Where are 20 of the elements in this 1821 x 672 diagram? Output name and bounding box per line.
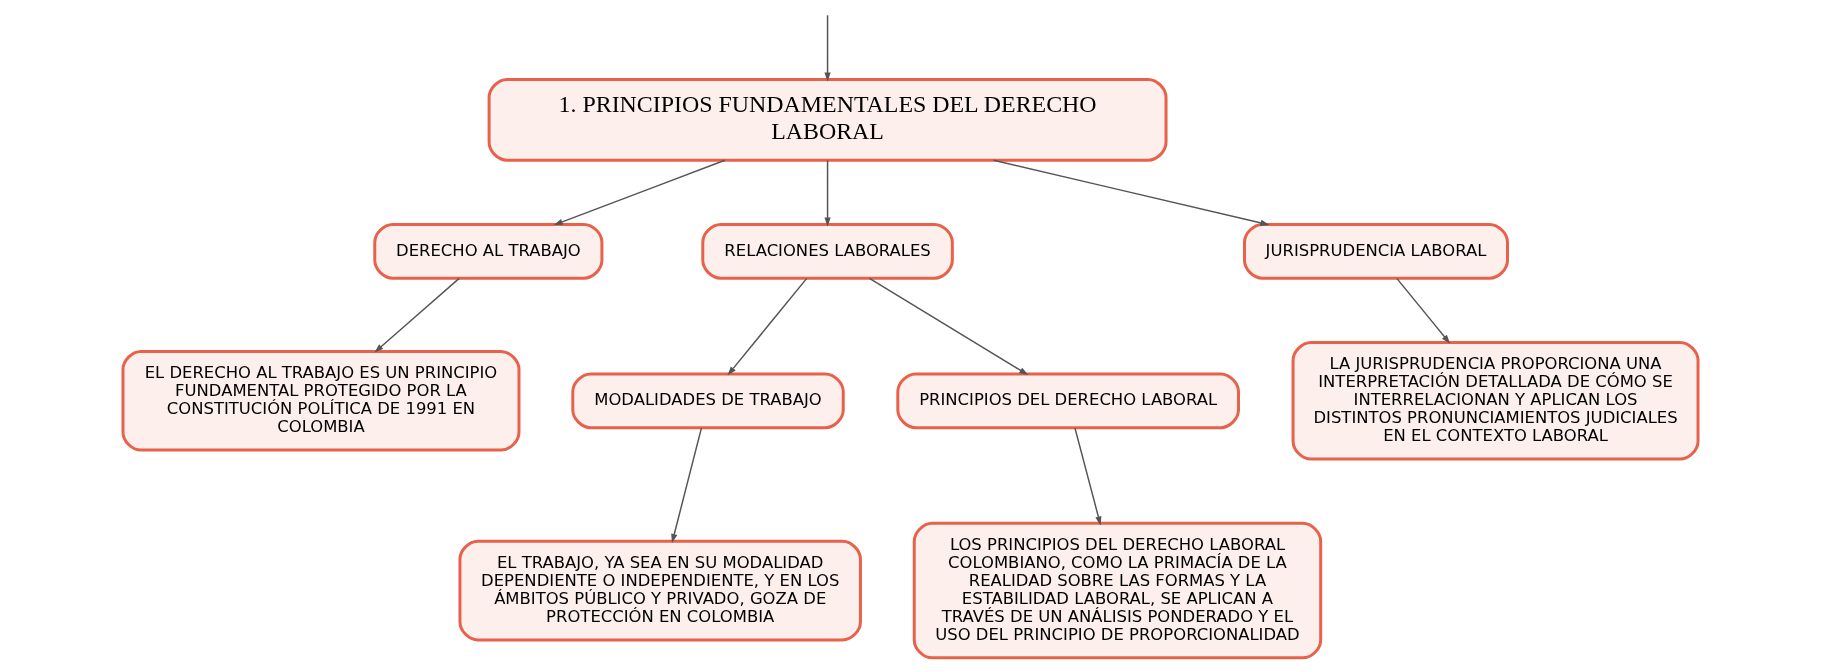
- node-box: RELACIONES LABORALES: [701, 222, 954, 280]
- node-box: EL TRABAJO, YA SEA EN SU MODALIDAD DEPENDIENTE O INDEPENDIENTE, Y EN LOS ÁMBITOS PÚBLICO Y PRIVADO, GOZA DE PROTECCIÓN EN COLOMBIA: [458, 539, 862, 642]
- arrow: [727, 277, 808, 376]
- arrow: [868, 277, 1029, 375]
- arrow: [992, 159, 1270, 226]
- node-box: LA JURISPRUDENCIA PROPORCIONA UNA INTERPRETACIÓN DETALLADA DE CÓMO SE INTERRELACIONAN Y APLICAN LOS DISTINTOS PRONUNCIAMIENTOS JUDICIALES EN EL CONTEXTO LABORAL: [1291, 341, 1700, 461]
- arrow: [671, 427, 703, 543]
- node-box: PRINCIPIOS DEL DERECHO LABORAL: [896, 372, 1240, 430]
- arrow: [824, 14, 831, 82]
- node-box: 1. PRINCIPIOS FUNDAMENTALES DEL DERECHO LABORAL: [487, 78, 1168, 162]
- node-box: JURISPRUDENCIA LABORAL: [1243, 222, 1509, 280]
- node-box: DERECHO AL TRABAJO: [373, 222, 604, 280]
- arrow: [1074, 427, 1102, 526]
- arrow: [1396, 277, 1451, 344]
- node-box: MODALIDADES DE TRABAJO: [571, 372, 845, 430]
- arrow: [374, 277, 460, 353]
- node-box: EL DERECHO AL TRABAJO ES UN PRINCIPIO FUNDAMENTAL PROTEGIDO POR LA CONSTITUCIÓN POLÍTICA DE 1991 EN COLOMBIA: [121, 350, 521, 452]
- arrow: [824, 159, 831, 227]
- node-box: LOS PRINCIPIOS DEL DERECHO LABORAL COLOMBIANO, COMO LA PRIMACÍA DE LA REALIDAD SOBRE LAS FORMAS Y LA ESTABILIDAD LABORAL, SE APLICAN A TRAVÉS DE UN ANÁLISIS PONDERADO Y EL USO DEL PRINCIPIO DE PROPORCIONALIDAD: [912, 521, 1323, 660]
- arrow: [553, 159, 726, 226]
